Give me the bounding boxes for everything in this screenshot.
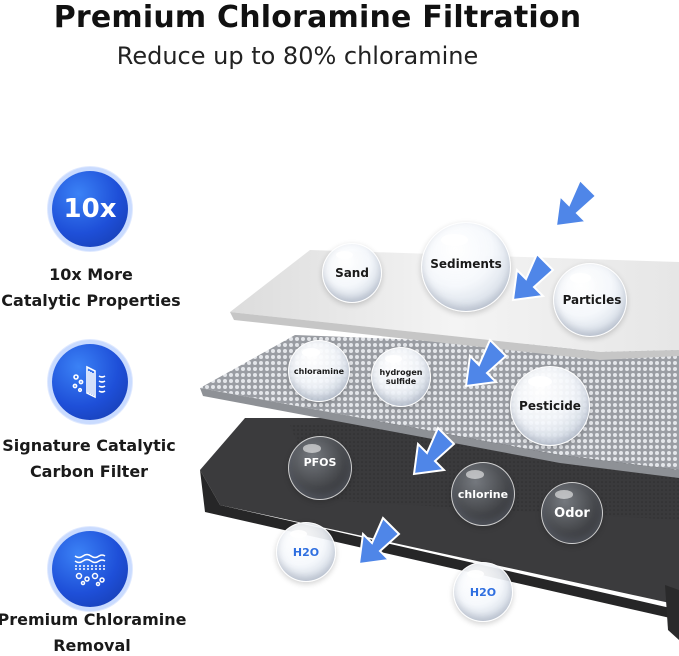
page-subtitle: Reduce up to 80% chloramine bbox=[116, 42, 479, 70]
contaminant-bubble-particles: Particles bbox=[553, 263, 627, 337]
flow-arrow-icon bbox=[412, 426, 456, 476]
catalytic-filter-icon bbox=[52, 344, 128, 420]
contaminant-bubble-chlorine: chlorine bbox=[451, 462, 515, 526]
feature-label-catalytic-properties: 10x More Catalytic Properties bbox=[1, 265, 181, 310]
water-bubble-h2o: H2O bbox=[276, 522, 336, 582]
feature-label-chloramine-removal: Premium Chloramine Removal bbox=[0, 610, 187, 655]
contaminant-bubble-pfos: PFOS bbox=[288, 436, 352, 500]
contaminant-bubble-chloramine: chloramine bbox=[288, 340, 350, 402]
contaminant-bubble-pesticide: Pesticide bbox=[510, 366, 590, 446]
contaminant-bubble-hydrogen-sulfide: hydrogen sulfide bbox=[371, 347, 431, 407]
water-bubble-h2o: H2O bbox=[453, 562, 513, 622]
contaminant-bubble-sand: Sand bbox=[322, 243, 382, 303]
chloramine-removal-icon bbox=[52, 531, 128, 607]
flow-arrow-icon bbox=[464, 338, 508, 388]
contaminant-bubble-odor: Odor bbox=[541, 482, 603, 544]
page-title: Premium Chloramine Filtration bbox=[53, 0, 582, 35]
flow-arrow-icon bbox=[511, 252, 555, 302]
10x-badge-icon: 10x bbox=[52, 171, 128, 247]
flow-arrow-icon bbox=[554, 178, 598, 228]
feature-label-catalytic-carbon-filter: Signature Catalytic Carbon Filter bbox=[2, 436, 176, 481]
contaminant-bubble-sediments: Sediments bbox=[421, 222, 511, 312]
flow-arrow-icon bbox=[357, 516, 401, 566]
